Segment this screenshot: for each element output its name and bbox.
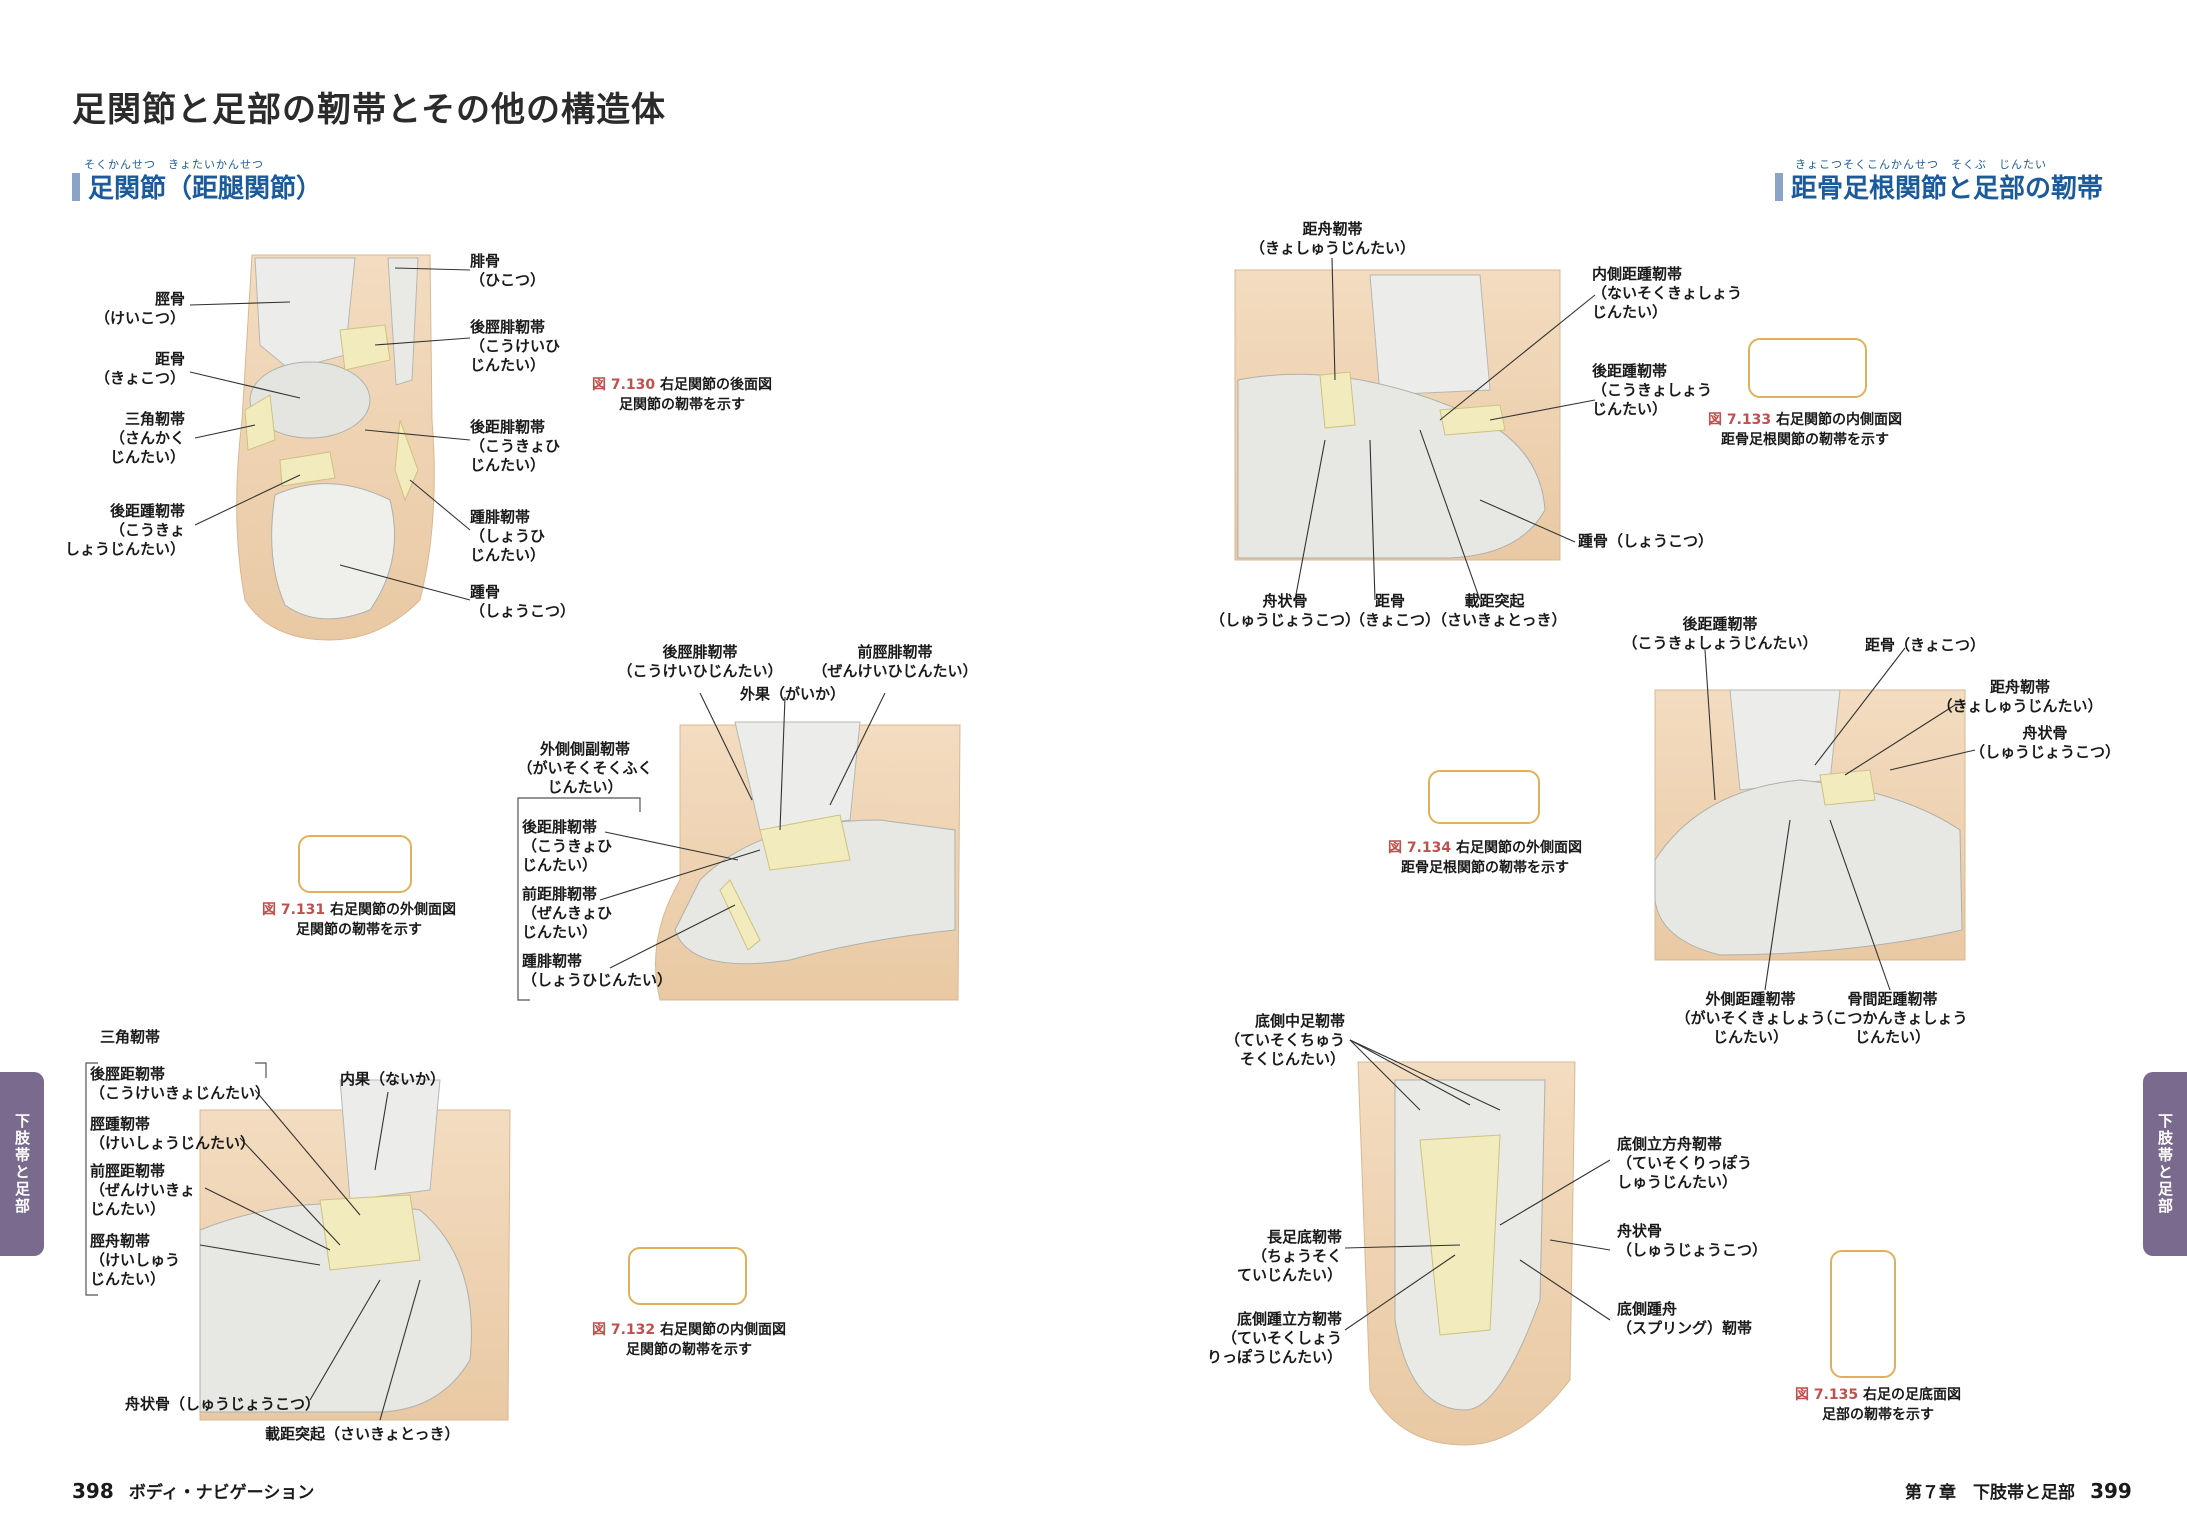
figure-7-135-thumbnail [1830, 1250, 1896, 1378]
right-section-title: 距骨足根関節と足部の靭帯 [1791, 174, 2104, 204]
label-talus: 距骨 （きょこつ） [94, 350, 185, 387]
label-posterior-tibiotalar-ligament: 後脛距靭帯 （こうけいきょじんたい） [90, 1065, 271, 1102]
label-interosseous-talocalcaneal-ligament: 骨間距踵靭帯 （こつかんきょしょう じんたい） [1817, 990, 1968, 1046]
leader-lines [189, 257, 1976, 1421]
label-posterior-tibiofibular-ligament: 後脛腓靭帯 （こうけいひ じんたい） [470, 318, 561, 374]
label-deltoid-ligament: 三角靭帯 （さんかく じんたい） [109, 410, 185, 466]
figure-number: 図 7.134 [1388, 840, 1452, 856]
figure-7-134-caption: 図 7.134 右足関節の外側面図 距骨足根関節の靭帯を示す [1388, 840, 1583, 876]
label-navicular-lateral: 舟状骨 （しゅうじょうこつ） [1969, 724, 2120, 761]
label-posterior-talocalcaneal-ligament-medial: 後距踵靭帯 （こうきょしょう じんたい） [1592, 362, 1713, 418]
label-sustentaculum-tali: 載距突起（さいきょとっき） [265, 1425, 460, 1443]
label-posterior-tibiofibular-ligament-lateral: 後脛腓靭帯 （こうけいひじんたい） [617, 643, 783, 680]
footer-left: 398 ボディ・ナビゲーション [72, 1478, 314, 1503]
chapter-tab-left: 下肢帯と足部 [0, 1072, 44, 1256]
label-spring-ligament: 底側踵舟 （スプリング）靭帯 [1617, 1300, 1753, 1337]
figure-7-132-caption: 図 7.132 右足関節の内側面図 足関節の靭帯を示す [592, 1322, 787, 1358]
label-talonavicular-ligament-lateral: 距舟靭帯 （きょしゅうじんたい） [1937, 678, 2103, 715]
label-medial-malleolus: 内果（ないか） [340, 1070, 446, 1088]
label-lateral-talocalcaneal-ligament: 外側距踵靭帯 （がいそくきょしょう じんたい） [1675, 990, 1826, 1046]
label-calcaneus-medial: 踵骨（しょうこつ） [1578, 532, 1714, 550]
page-title: 足関節と足部の靭帯とその他の構造体 [72, 90, 666, 130]
label-navicular: 舟状骨（しゅうじょうこつ） [125, 1395, 321, 1413]
figure-7-134-thumbnail [1428, 770, 1540, 824]
label-tibiocalcaneal-ligament: 脛踵靭帯 （けいしょうじんたい） [90, 1115, 256, 1152]
label-lateral-malleolus: 外果（がいか） [740, 685, 846, 703]
label-tibionavicular-ligament: 脛舟靭帯 （けいしゅう じんたい） [90, 1232, 181, 1288]
label-talonavicular-ligament: 距舟靭帯 （きょしゅうじんたい） [1249, 220, 1415, 257]
medial-subtalar-drawing [1234, 269, 1561, 561]
left-section-title: 足関節（距腿関節） [88, 174, 323, 204]
label-talus-medial: 距骨 （きょこつ） [1350, 592, 1441, 629]
lateral-ankle-drawing [655, 721, 961, 1001]
figure-7-132-thumbnail [628, 1247, 747, 1305]
figure-7-130-caption: 図 7.130 右足関節の後面図 足関節の靭帯を示す [592, 377, 773, 413]
label-posterior-talofibular-ligament: 後距腓靭帯 （こうきょひ じんたい） [470, 418, 561, 474]
figure-number: 図 7.133 [1708, 412, 1772, 428]
plantar-foot-drawing [1357, 1061, 1576, 1446]
label-anterior-tibiofibular-ligament: 前脛腓靭帯 （ぜんけいひじんたい） [812, 643, 978, 680]
figure-7-131-thumbnail [298, 835, 412, 893]
figure-number: 図 7.131 [262, 902, 326, 918]
label-posterior-talocalcaneal-ligament-lateral: 後距踵靭帯 （こうきょしょうじんたい） [1622, 615, 1818, 652]
figure-7-135-caption: 図 7.135 右足の足底面図 足部の靭帯を示す [1795, 1387, 1962, 1423]
book-title: ボディ・ナビゲーション [128, 1483, 315, 1503]
right-section-header: 距骨足根関節と足部の靭帯 [1775, 168, 2103, 205]
lateral-subtalar-drawing [1654, 689, 1966, 961]
chapter-tab-right: 下肢帯と足部 [2143, 1072, 2187, 1256]
label-tibia: 脛骨 （けいこつ） [94, 290, 185, 327]
label-talus-lateral: 距骨（きょこつ） [1865, 636, 1986, 654]
chapter-name: 第７章 下肢帯と足部 [1905, 1483, 2075, 1503]
group-brackets [85, 797, 641, 1296]
left-section-ruby: そくかんせつ きょたいかんせつ [84, 158, 264, 171]
label-anterior-tibiotalar-ligament: 前脛距靭帯 （ぜんけいきょ じんたい） [90, 1162, 196, 1218]
page-number-left: 398 [72, 1479, 114, 1503]
section-bar [72, 173, 80, 201]
label-plantar-calcaneocuboid-ligament: 底側踵立方靭帯 （ていそくしょう りっぽうじんたい） [1206, 1310, 1342, 1366]
label-posterior-talofibular-ligament-lateral: 後距腓靭帯 （こうきょひ じんたい） [522, 818, 613, 874]
label-long-plantar-ligament: 長足底靭帯 （ちょうそく ていじんたい） [1236, 1228, 1342, 1284]
figure-number: 図 7.132 [592, 1322, 656, 1338]
medial-ankle-drawing [199, 1079, 511, 1421]
right-section-ruby: きょこつそくこんかんせつ そくぶ じんたい [1795, 158, 2047, 171]
section-bar [1775, 173, 1783, 201]
label-deltoid-ligament-group: 三角靭帯 [100, 1028, 161, 1046]
label-medial-talocalcaneal-ligament: 内側距踵靭帯 （ないそくきょしょう じんたい） [1592, 265, 1743, 321]
label-lateral-collateral-ligament: 外側側副靭帯 （がいそくそくふく じんたい） [517, 740, 653, 796]
label-navicular-medial: 舟状骨 （しゅうじょうこつ） [1209, 592, 1360, 629]
figure-7-133-caption: 図 7.133 右足関節の内側面図 距骨足根関節の靭帯を示す [1708, 412, 1903, 448]
label-calcaneus: 踵骨 （しょうこつ） [470, 583, 576, 620]
footer-right: 第７章 下肢帯と足部 399 [1905, 1478, 2132, 1503]
figure-7-133-thumbnail [1748, 338, 1867, 398]
figure-number: 図 7.135 [1795, 1387, 1859, 1403]
figure-number: 図 7.130 [592, 377, 656, 393]
label-plantar-cuboideonavicular-ligament: 底側立方舟靭帯 （ていそくりっぽう しゅうじんたい） [1617, 1135, 1753, 1191]
label-fibula: 腓骨 （ひこつ） [470, 252, 546, 289]
label-anterior-talofibular-ligament: 前距腓靭帯 （ぜんきょひ じんたい） [522, 885, 613, 941]
left-section-header: 足関節（距腿関節） [72, 168, 322, 205]
label-calcaneofibular-ligament: 踵腓靭帯 （しょうひ じんたい） [470, 508, 546, 564]
label-sustentaculum-tali-medial: 載距突起 （さいきょとっき） [1432, 592, 1567, 629]
label-calcaneofibular-ligament-lateral: 踵腓靭帯 （しょうひじんたい） [522, 952, 673, 989]
label-navicular-plantar: 舟状骨 （しゅうじょうこつ） [1617, 1222, 1768, 1259]
label-posterior-talocalcaneal-ligament: 後距踵靭帯 （こうきょ しょうじんたい） [64, 502, 185, 558]
label-plantar-metatarsal-ligament: 底側中足靭帯 （ていそくちゅう そくじんたい） [1224, 1012, 1345, 1068]
page-number-right: 399 [2090, 1479, 2132, 1503]
figure-7-131-caption: 図 7.131 右足関節の外側面図 足関節の靭帯を示す [262, 902, 457, 938]
